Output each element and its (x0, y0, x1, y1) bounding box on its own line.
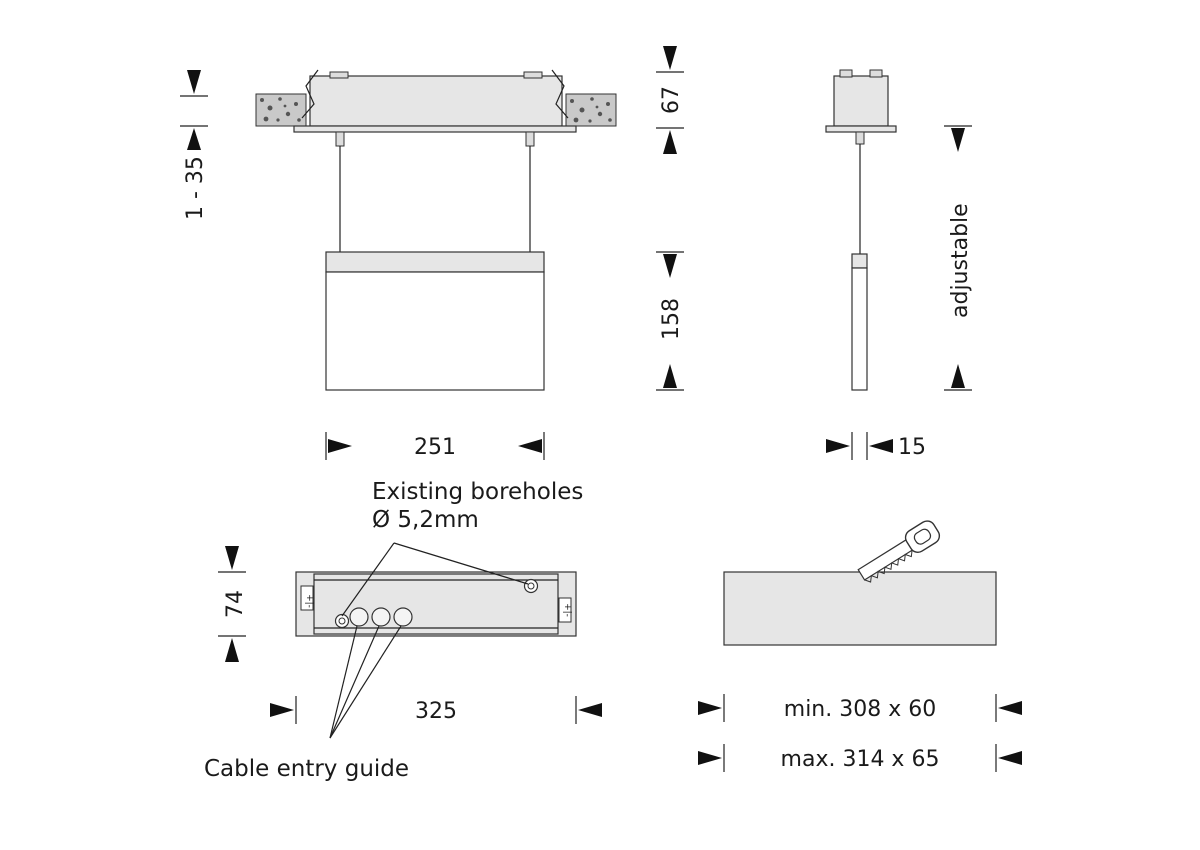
recessed-housing (309, 75, 563, 127)
callout-boreholes-line2: Ø 5,2mm (372, 507, 479, 533)
cutout-view (723, 520, 997, 646)
dim-base-width: 325 (270, 696, 602, 724)
dim-sign-depth-label: 15 (898, 435, 926, 460)
dim-sign-height-label: 158 (659, 298, 684, 340)
dim-base-width-label: 325 (415, 699, 457, 724)
callout-boreholes: Existing boreholes Ø 5,2mm (341, 479, 583, 617)
ceiling-material (255, 93, 617, 127)
dim-housing-height-label: 67 (659, 86, 684, 114)
dim-sign-width: 251 (325, 432, 545, 460)
dim-base-height-label: 74 (223, 590, 248, 618)
dim-adjustable-label: adjustable (948, 203, 973, 318)
sign-header (325, 251, 545, 273)
trim-flange (293, 125, 577, 133)
cable-entry-3 (393, 607, 413, 627)
ceiling-cutout (723, 571, 997, 646)
callout-cable-entry-label: Cable entry guide (204, 756, 409, 782)
base-plate-view: +|- +|- (295, 571, 577, 637)
side-flange (825, 125, 897, 133)
cable-entry-2 (371, 607, 391, 627)
dim-base-height: 74 (218, 546, 248, 662)
cable-entry-1 (349, 607, 369, 627)
front-view (255, 69, 617, 391)
terminal-mark-right: +|- (562, 603, 572, 617)
side-sign-header (851, 253, 868, 269)
terminal-mark-left: +|- (304, 594, 314, 608)
dim-cutout-max-label: max. 314 x 65 (781, 747, 940, 772)
side-view (825, 69, 897, 391)
saw-icon (857, 520, 941, 583)
dim-sign-width-label: 251 (414, 435, 456, 460)
side-housing (833, 75, 889, 127)
sign-panel (325, 271, 545, 391)
dim-ceiling-gap-label: 1 - 35 (183, 156, 208, 220)
dim-ceiling-gap: 1 - 35 (180, 70, 208, 220)
dim-housing-height: 67 (656, 46, 684, 154)
side-sign-panel (851, 267, 868, 391)
dim-sign-height: 158 (656, 251, 684, 391)
dim-cutout-min: min. 308 x 60 (698, 694, 1022, 722)
dim-sign-depth: 15 (826, 432, 926, 460)
callout-boreholes-line1: Existing boreholes (372, 479, 583, 505)
dim-cutout-min-label: min. 308 x 60 (784, 697, 936, 722)
dim-cutout-max: max. 314 x 65 (698, 744, 1022, 772)
callout-cable-entry: Cable entry guide (204, 625, 409, 782)
dim-adjustable: adjustable (944, 125, 973, 391)
